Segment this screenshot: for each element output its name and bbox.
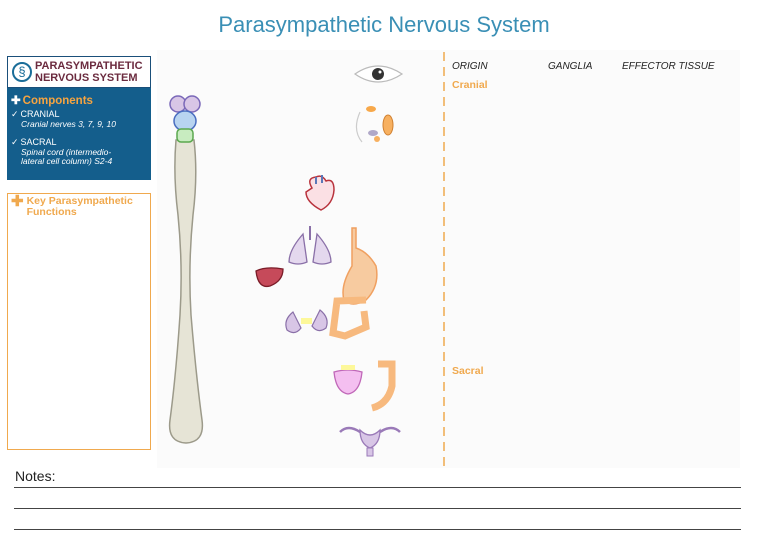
lungs-icon [288,226,332,265]
stomach-icon [342,227,378,305]
bladder-icon [333,365,363,395]
notes-line [14,508,741,509]
plus-icon: ✚ [11,193,24,210]
notes-line [14,487,741,488]
column-origin: ORIGIN [452,61,488,72]
logo-line-2: NERVOUS SYSTEM [35,72,138,84]
diagram-canvas [157,50,740,468]
logo-text: PARASYMPATHETIC NERVOUS SYSTEM [35,60,143,84]
cranial-label: CRANIAL [20,109,60,119]
components-heading: ✚Components [11,93,93,107]
brainstem-icon [169,95,201,143]
intestine-icon [329,296,370,340]
notes-label: Notes: [15,468,56,484]
components-heading-label: Components [22,95,93,107]
check-icon: ✓ [11,137,19,147]
section-cranial: Cranial [452,79,488,91]
liver-icon [255,267,284,288]
column-effector-tissue: EFFECTOR TISSUE [622,61,715,72]
sacral-label: SACRAL [20,137,57,147]
key-functions-line-2: Functions [26,206,77,218]
logo-line-1: PARASYMPATHETIC [35,60,143,72]
plus-icon: ✚ [11,95,21,107]
nerve-logo-icon: § [12,62,32,82]
check-icon: ✓ [11,109,19,119]
salivary-glands-icon [355,106,394,143]
cranial-detail: Cranial nerves 3, 7, 9, 10 [21,118,116,129]
eye-icon [353,65,404,83]
reproductive-organs-icon [339,426,401,457]
key-functions-panel: ✚ Key Parasympathetic Functions [7,193,151,450]
key-functions-heading: ✚ Key Parasympathetic Functions [11,193,133,218]
spinal-cord-icon [168,139,204,444]
notes-line [14,529,741,530]
component-sacral: ✓SACRAL Spinal cord (intermedio- lateral… [11,137,113,167]
heart-icon [305,175,335,211]
components-panel: ✚Components ✓CRANIAL Cranial nerves 3, 7… [7,88,151,180]
sacral-detail-2: lateral cell column) S2-4 [21,156,113,166]
component-cranial: ✓CRANIAL Cranial nerves 3, 7, 9, 10 [11,109,116,129]
page-title: Parasympathetic Nervous System [218,12,550,37]
kidneys-icon [285,309,328,334]
section-sacral: Sacral [452,365,484,377]
key-functions-line-1: Key Parasympathetic [26,195,133,207]
colon-icon [370,360,396,412]
topic-logo: § PARASYMPATHETIC NERVOUS SYSTEM [7,56,151,88]
sacral-detail-1: Spinal cord (intermedio- [21,146,112,157]
column-ganglia: GANGLIA [548,61,593,72]
